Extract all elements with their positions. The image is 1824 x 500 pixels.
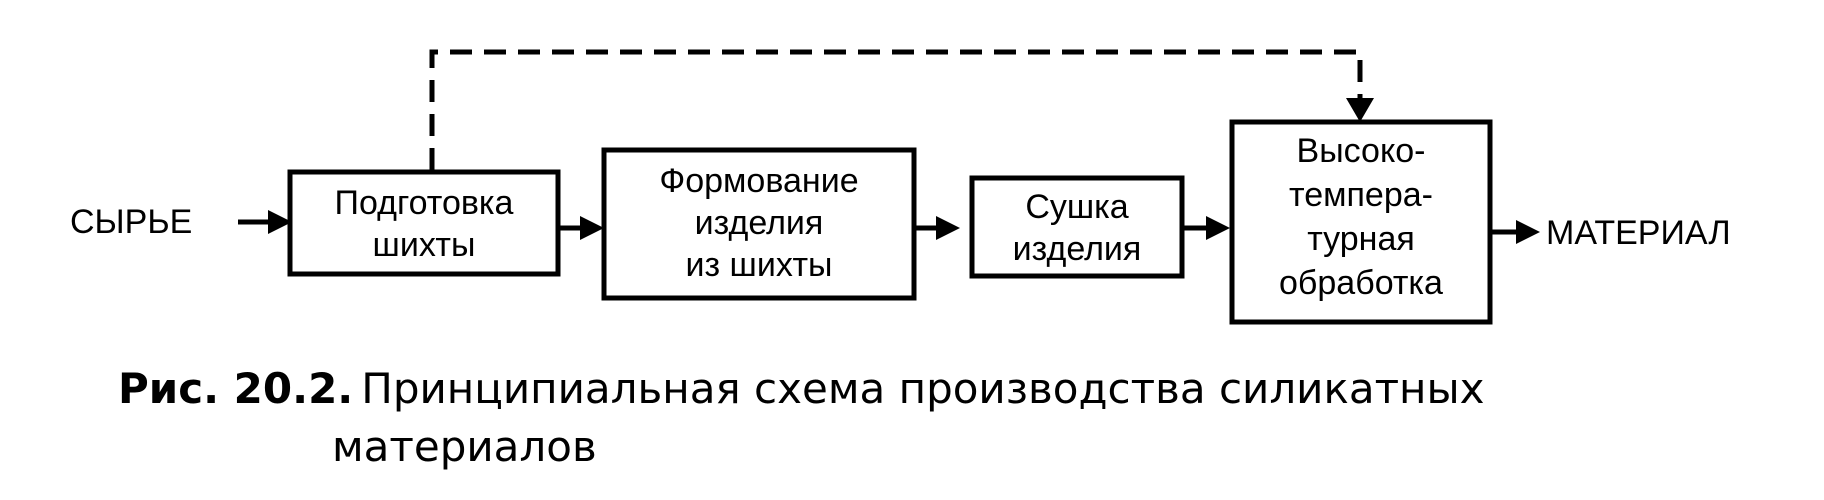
node-batch-prep-line-2: шихты	[373, 226, 476, 264]
edge-high-temp-to-output	[1490, 220, 1540, 244]
edge-batch-prep-to-forming	[558, 216, 604, 240]
node-forming-line-3: из шихты	[686, 246, 833, 284]
node-forming: Формование изделия из шихты	[601, 147, 917, 301]
node-high-temp-line-1: Высоко-	[1297, 132, 1426, 170]
caption-text-line-2: материалов	[332, 422, 597, 471]
node-batch-prep: Подготовка шихты	[287, 169, 561, 277]
node-high-temp-line-4: обработка	[1279, 264, 1443, 302]
figure-caption: Рис. 20.2.Принципиальная схема производс…	[118, 360, 1485, 476]
node-high-temp-line-3: турная	[1307, 220, 1415, 258]
edge-drying-to-high-temp	[1182, 216, 1230, 240]
dashed-arrowhead	[1346, 98, 1374, 122]
node-forming-line-1: Формование	[659, 162, 858, 200]
output-label: МАТЕРИАЛ	[1546, 214, 1731, 252]
dashed-bypass-edge	[429, 49, 1363, 170]
node-drying-line-1: Сушка	[1025, 188, 1128, 226]
input-label: СЫРЬЕ	[70, 203, 192, 241]
edge-forming-to-drying	[914, 216, 960, 240]
node-drying-line-2: изделия	[1013, 230, 1142, 268]
edge-input-to-batch-prep	[238, 210, 292, 234]
node-drying: Сушка изделия	[969, 175, 1185, 279]
caption-text-line-1: Принципиальная схема производства силика…	[361, 364, 1485, 413]
node-forming-line-2: изделия	[695, 204, 824, 242]
figure-number: Рис. 20.2.	[118, 364, 354, 413]
node-batch-prep-line-1: Подготовка	[335, 184, 514, 222]
node-high-temp: Высоко- темпера- турная обработка	[1229, 119, 1493, 325]
node-high-temp-line-2: темпера-	[1289, 176, 1433, 214]
